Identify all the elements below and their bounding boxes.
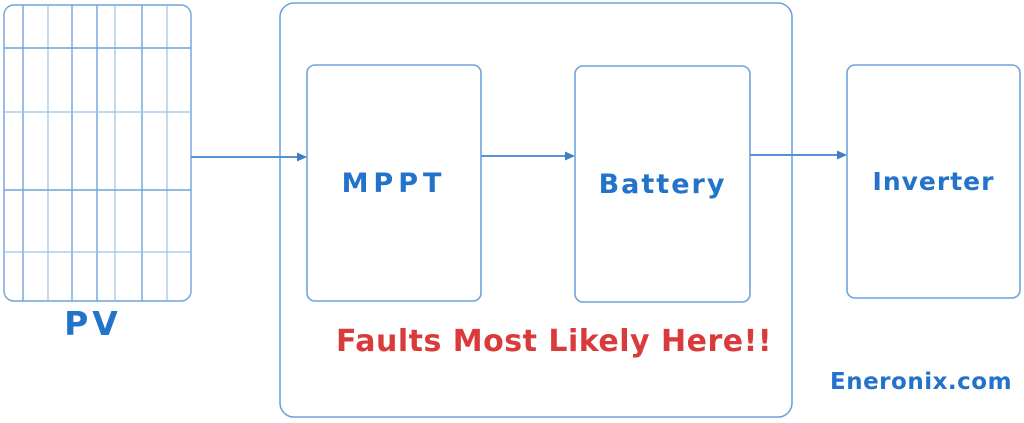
arrow-pv-to-mppt: [191, 152, 307, 162]
mppt-label: MPPT: [341, 167, 447, 199]
arrow-mppt-to-battery: [481, 151, 575, 161]
brand-watermark: Eneronix.com: [830, 369, 1013, 395]
mppt-box: [306, 64, 482, 302]
pv-panel-horizontal-lines: [4, 47, 191, 253]
fault-region-outline: [279, 2, 793, 418]
arrowhead-icon: [837, 150, 847, 160]
arrowhead-icon: [565, 151, 575, 161]
battery-box: [574, 65, 751, 303]
arrowhead-icon: [297, 152, 307, 162]
pv-label: PV: [64, 304, 122, 343]
pv-panel: [3, 4, 192, 302]
inverter-label: Inverter: [872, 167, 995, 196]
pv-panel-vertical-lines: [22, 5, 168, 301]
battery-label: Battery: [598, 168, 727, 200]
fault-annotation: Faults Most Likely Here!!: [336, 324, 773, 359]
inverter-box: [846, 64, 1021, 299]
arrow-battery-to-inverter: [750, 150, 847, 160]
